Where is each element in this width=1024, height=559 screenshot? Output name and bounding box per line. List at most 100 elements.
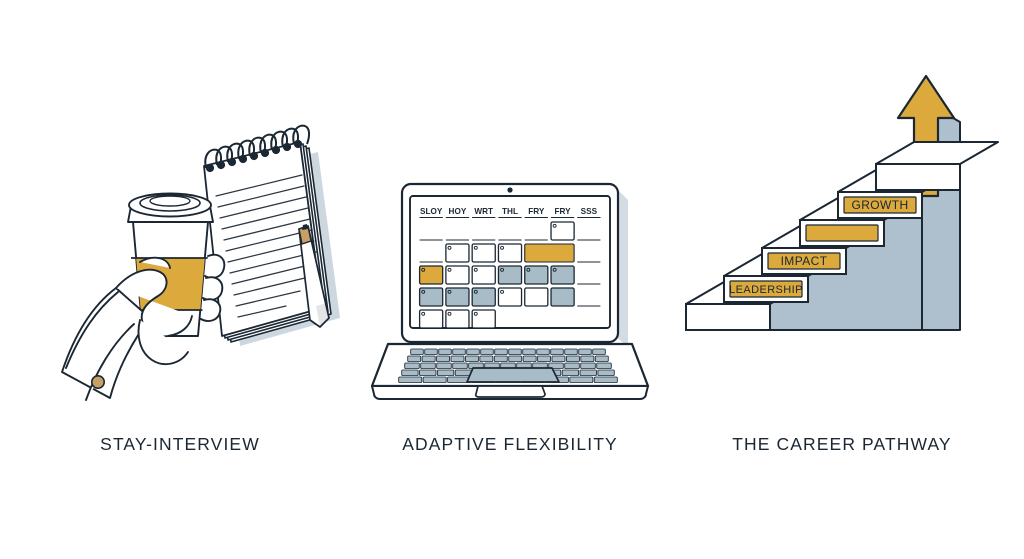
keyboard-key[interactable]	[479, 355, 494, 362]
calendar-cell[interactable]	[445, 265, 470, 285]
notepad-ruled-lines	[215, 174, 317, 318]
stair-riser[interactable]	[875, 163, 961, 191]
keyboard-key[interactable]	[594, 355, 609, 362]
caption-adaptive-flexibility: ADAPTIVE FLEXIBILITY	[402, 434, 618, 454]
keyboard-key[interactable]	[522, 348, 536, 355]
keyboard-key[interactable]	[580, 355, 595, 362]
keyboard-key[interactable]	[578, 348, 592, 355]
keyboard-key[interactable]	[422, 376, 447, 383]
stair-riser[interactable]	[685, 303, 771, 331]
calendar-cell-dot	[552, 267, 557, 272]
stair-label-text: LEADERSHIP	[729, 284, 803, 296]
calendar-cell-dot	[500, 289, 505, 294]
calendar-cell-dot	[500, 267, 505, 272]
calendar-cell[interactable]	[524, 287, 549, 307]
keyboard-key[interactable]	[419, 369, 437, 376]
calendar-cell[interactable]	[445, 309, 470, 329]
calendar-cell[interactable]	[497, 265, 523, 285]
calendar-cell[interactable]	[418, 265, 444, 285]
keyboard-key[interactable]	[404, 362, 420, 369]
calendar-cell[interactable]	[418, 287, 444, 307]
keyboard-key[interactable]	[593, 376, 618, 383]
calendar-header-4: FRY	[528, 207, 545, 216]
calendar-cell-dot	[473, 311, 478, 316]
keyboard-key[interactable]	[597, 369, 615, 376]
keyboard-key[interactable]	[407, 355, 422, 362]
keyboard-key[interactable]	[561, 369, 580, 376]
keyboard-key[interactable]	[565, 355, 580, 362]
hand-coffee-notepad-illustration	[61, 124, 340, 401]
keyboard-key[interactable]	[536, 348, 550, 355]
cuff-button	[91, 374, 106, 389]
calendar-cell[interactable]	[550, 221, 575, 241]
keyboard-key[interactable]	[580, 362, 596, 369]
stair-label-band	[767, 252, 841, 270]
keyboard-key[interactable]	[436, 355, 451, 362]
stair-tread[interactable]	[875, 141, 999, 165]
keyboard-key[interactable]	[508, 348, 522, 355]
calendar-cell[interactable]	[471, 309, 496, 329]
keyboard-key[interactable]	[450, 355, 465, 362]
keyboard-key[interactable]	[398, 376, 423, 383]
calendar-cell[interactable]	[445, 287, 470, 307]
keyboard-key[interactable]	[550, 348, 564, 355]
calendar-cell[interactable]	[418, 309, 444, 329]
keyboard-key[interactable]	[569, 376, 594, 383]
keyboard-key[interactable]	[454, 369, 473, 376]
stair-label-band	[843, 196, 917, 214]
calendar-cell[interactable]	[524, 243, 575, 263]
keyboard-key[interactable]	[548, 362, 564, 369]
calendar-cell[interactable]	[524, 265, 549, 285]
calendar-header-3: THL	[502, 207, 518, 216]
notepad-spiral-dots	[205, 139, 303, 173]
keyboard-key[interactable]	[592, 348, 606, 355]
keyboard-key[interactable]	[564, 348, 578, 355]
laptop-trackpad[interactable]	[466, 367, 560, 383]
keyboard-key[interactable]	[564, 362, 580, 369]
calendar-cell[interactable]	[550, 287, 575, 307]
keyboard-key[interactable]	[551, 355, 566, 362]
keyboard-key[interactable]	[480, 348, 494, 355]
keyboard-key[interactable]	[466, 348, 480, 355]
caption-stay-interview: STAY-INTERVIEW	[100, 434, 260, 454]
keyboard-key[interactable]	[452, 348, 466, 355]
calendar-cell-dot	[447, 289, 452, 294]
keyboard-key[interactable]	[537, 355, 552, 362]
keyboard-key[interactable]	[522, 355, 537, 362]
calendar-header-2: WRT	[474, 207, 493, 216]
calendar-cell[interactable]	[471, 287, 496, 307]
keyboard-key[interactable]	[452, 362, 468, 369]
keyboard-key[interactable]	[493, 355, 508, 362]
keyboard-key[interactable]	[579, 369, 597, 376]
keyboard-key[interactable]	[438, 348, 452, 355]
keyboard-key[interactable]	[508, 355, 523, 362]
calendar-header-1: HOY	[449, 207, 467, 216]
calendar-cell[interactable]	[471, 243, 496, 263]
calendar-cell-dot	[421, 311, 426, 316]
keyboard-key[interactable]	[596, 362, 612, 369]
calendar-header-5: FRY	[555, 207, 572, 216]
calendar-cell-dot	[447, 245, 452, 250]
keyboard-key[interactable]	[410, 348, 424, 355]
keyboard-key[interactable]	[401, 369, 419, 376]
keyboard-key[interactable]	[424, 348, 438, 355]
keyboard-key[interactable]	[464, 355, 479, 362]
calendar-cell[interactable]	[497, 287, 523, 307]
calendar-header-6: SSS	[581, 207, 598, 216]
keyboard-key[interactable]	[421, 355, 436, 362]
calendar-cell[interactable]	[550, 265, 575, 285]
keyboard-key[interactable]	[436, 362, 452, 369]
calendar-cell[interactable]	[471, 265, 496, 285]
calendar-cell[interactable]	[445, 243, 470, 263]
calendar-cell[interactable]	[497, 243, 523, 263]
calendar-cell-dot	[526, 267, 531, 272]
keyboard-key[interactable]	[494, 348, 508, 355]
stair-label-text: IMPACT	[781, 254, 828, 268]
keyboard-key[interactable]	[420, 362, 436, 369]
keyboard-key[interactable]	[436, 369, 455, 376]
